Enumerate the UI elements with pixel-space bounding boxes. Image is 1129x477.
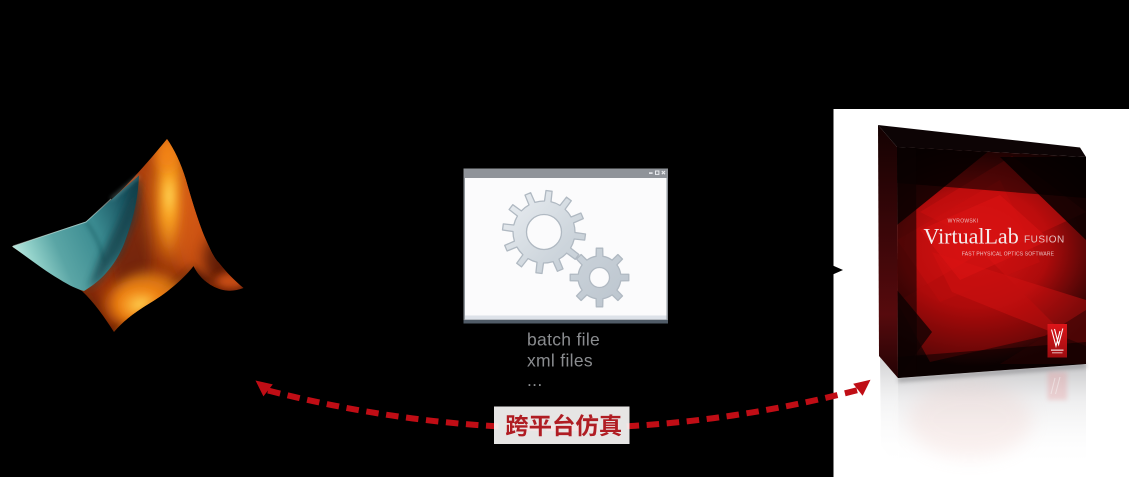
virtuallab-box: WYROWSKI VirtualLab FUSION FAST PHYSICAL… (833, 109, 1129, 477)
file-item-batch: batch file (527, 330, 600, 350)
black-arrowhead-icon (826, 262, 843, 278)
gear-small-icon (569, 247, 630, 308)
file-list: batch file xml files ... (527, 330, 600, 391)
gears-icon (501, 189, 630, 308)
window-titlebar (463, 168, 668, 178)
app-window (463, 168, 668, 324)
window-controls (649, 170, 666, 175)
minimize-icon[interactable] (649, 172, 653, 174)
box-product: VirtualLab (924, 224, 1019, 249)
box-brand: WYROWSKI (948, 219, 979, 225)
bridge-arrow (255, 379, 871, 444)
bridge-label-glyphs (505, 413, 622, 437)
box-front: WYROWSKI VirtualLab FUSION FAST PHYSICAL… (897, 147, 1086, 378)
box-spine (878, 125, 898, 378)
file-item-xml: xml files (527, 351, 593, 371)
matlab-wing (12, 175, 141, 291)
bridge-arrowhead-right-icon (853, 379, 871, 396)
wyrowski-badge: W (1047, 324, 1067, 358)
arrow-window-to-virtuallab (670, 262, 843, 278)
bridge-label (494, 406, 630, 444)
box-tagline: FAST PHYSICAL OPTICS SOFTWARE (962, 252, 1055, 258)
file-item-more: ... (527, 370, 543, 390)
box-edition: FUSION (1024, 235, 1065, 246)
badge-w-icon (1050, 328, 1064, 349)
gear-large-icon (501, 189, 587, 275)
maximize-icon[interactable] (655, 170, 660, 175)
bridge-arrowhead-left-icon (255, 380, 273, 397)
bridge-arrow-line (267, 387, 859, 432)
close-icon[interactable] (661, 170, 666, 175)
badge-reflection (1047, 372, 1067, 400)
box-top (878, 125, 1086, 157)
